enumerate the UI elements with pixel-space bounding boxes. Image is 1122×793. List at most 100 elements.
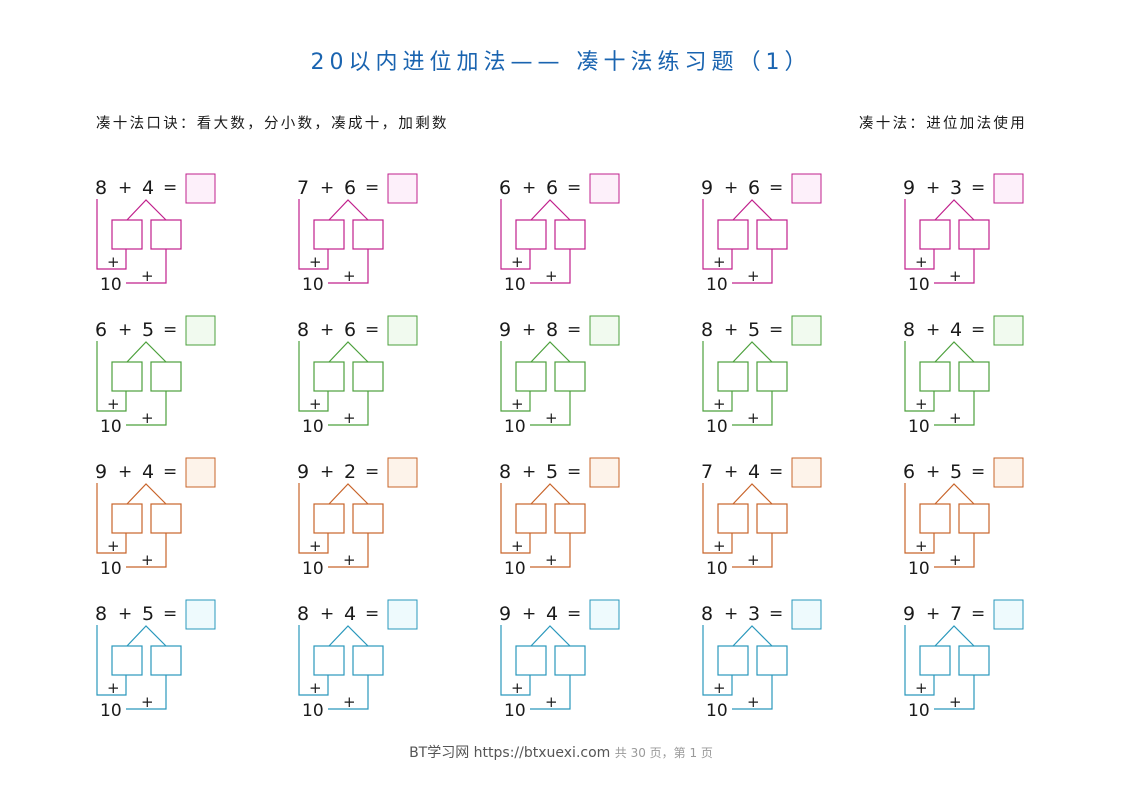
outer-plus-sign: + xyxy=(949,409,962,427)
split-box-left[interactable] xyxy=(111,219,143,250)
split-box-left[interactable] xyxy=(313,361,345,392)
plus-sign: + xyxy=(724,604,738,624)
problem-item: 7+6=++10 xyxy=(297,173,418,295)
ten-label: 10 xyxy=(706,417,728,437)
addend-b: 3 xyxy=(950,177,962,199)
answer-box[interactable] xyxy=(589,457,620,488)
split-box-right[interactable] xyxy=(352,645,384,676)
ten-label: 10 xyxy=(504,701,526,721)
split-box-left[interactable] xyxy=(717,219,749,250)
split-branch xyxy=(126,625,167,647)
addend-a: 9 xyxy=(499,319,511,341)
answer-box[interactable] xyxy=(993,599,1024,630)
split-box-left[interactable] xyxy=(515,219,547,250)
split-box-right[interactable] xyxy=(958,645,990,676)
split-box-left[interactable] xyxy=(919,219,951,250)
split-box-right[interactable] xyxy=(150,361,182,392)
split-branch xyxy=(934,483,975,505)
footer-page-count: 共 30 页，第 1 页 xyxy=(614,746,713,760)
split-box-left[interactable] xyxy=(313,219,345,250)
split-box-right[interactable] xyxy=(756,361,788,392)
outer-plus-sign: + xyxy=(343,409,356,427)
bracket-line-right xyxy=(328,533,369,568)
answer-box[interactable] xyxy=(185,599,216,630)
split-box-right[interactable] xyxy=(352,219,384,250)
split-box-left[interactable] xyxy=(717,361,749,392)
split-box-right[interactable] xyxy=(150,503,182,534)
bracket-line-right xyxy=(934,391,975,426)
split-box-left[interactable] xyxy=(313,645,345,676)
outer-plus-sign: + xyxy=(141,267,154,285)
bracket-line-left xyxy=(702,483,733,554)
split-box-left[interactable] xyxy=(919,645,951,676)
split-box-left[interactable] xyxy=(919,361,951,392)
inner-plus-sign: + xyxy=(107,395,120,413)
equals-sign: = xyxy=(971,320,985,340)
split-box-left[interactable] xyxy=(111,503,143,534)
split-box-left[interactable] xyxy=(313,503,345,534)
addend-b: 4 xyxy=(142,177,154,199)
answer-box[interactable] xyxy=(185,457,216,488)
equals-sign: = xyxy=(567,462,581,482)
answer-box[interactable] xyxy=(993,173,1024,204)
split-box-right[interactable] xyxy=(554,503,586,534)
split-box-right[interactable] xyxy=(554,645,586,676)
split-box-right[interactable] xyxy=(352,361,384,392)
split-box-left[interactable] xyxy=(515,645,547,676)
ten-label: 10 xyxy=(302,701,324,721)
answer-box[interactable] xyxy=(993,315,1024,346)
split-box-left[interactable] xyxy=(717,645,749,676)
ten-label: 10 xyxy=(100,701,122,721)
answer-box[interactable] xyxy=(387,173,418,204)
answer-box[interactable] xyxy=(791,457,822,488)
bracket-line-right xyxy=(732,249,773,284)
answer-box[interactable] xyxy=(993,457,1024,488)
answer-box[interactable] xyxy=(387,315,418,346)
split-box-left[interactable] xyxy=(919,503,951,534)
addend-a: 9 xyxy=(95,461,107,483)
bracket-line-right xyxy=(732,391,773,426)
split-box-right[interactable] xyxy=(958,361,990,392)
equals-sign: = xyxy=(567,178,581,198)
plus-sign: + xyxy=(522,320,536,340)
addend-b: 6 xyxy=(344,319,356,341)
answer-box[interactable] xyxy=(791,173,822,204)
split-box-right[interactable] xyxy=(756,503,788,534)
split-branch xyxy=(530,625,571,647)
split-box-left[interactable] xyxy=(515,503,547,534)
split-box-right[interactable] xyxy=(352,503,384,534)
addend-a: 9 xyxy=(903,603,915,625)
split-box-right[interactable] xyxy=(554,361,586,392)
addend-b: 5 xyxy=(748,319,760,341)
answer-box[interactable] xyxy=(791,315,822,346)
split-box-right[interactable] xyxy=(958,219,990,250)
addend-b: 7 xyxy=(950,603,962,625)
answer-box[interactable] xyxy=(185,315,216,346)
answer-box[interactable] xyxy=(387,457,418,488)
split-box-right[interactable] xyxy=(756,645,788,676)
split-box-right[interactable] xyxy=(150,219,182,250)
split-box-left[interactable] xyxy=(111,645,143,676)
split-box-right[interactable] xyxy=(756,219,788,250)
addend-a: 7 xyxy=(701,461,713,483)
split-box-right[interactable] xyxy=(554,219,586,250)
answer-box[interactable] xyxy=(589,173,620,204)
answer-box[interactable] xyxy=(589,315,620,346)
plus-sign: + xyxy=(118,178,132,198)
split-box-left[interactable] xyxy=(515,361,547,392)
plus-sign: + xyxy=(320,178,334,198)
split-box-right[interactable] xyxy=(150,645,182,676)
rhyme-text: 凑十法口诀：看大数，分小数，凑成十，加剩数 xyxy=(96,116,449,132)
split-box-right[interactable] xyxy=(958,503,990,534)
answer-box[interactable] xyxy=(185,173,216,204)
plus-sign: + xyxy=(724,320,738,340)
addend-b: 8 xyxy=(546,319,558,341)
split-box-left[interactable] xyxy=(717,503,749,534)
answer-box[interactable] xyxy=(387,599,418,630)
addend-b: 4 xyxy=(950,319,962,341)
answer-box[interactable] xyxy=(791,599,822,630)
answer-box[interactable] xyxy=(589,599,620,630)
plus-sign: + xyxy=(320,320,334,340)
page-title: 20以内进位加法—— 凑十法练习题（1） xyxy=(310,50,812,75)
split-box-left[interactable] xyxy=(111,361,143,392)
